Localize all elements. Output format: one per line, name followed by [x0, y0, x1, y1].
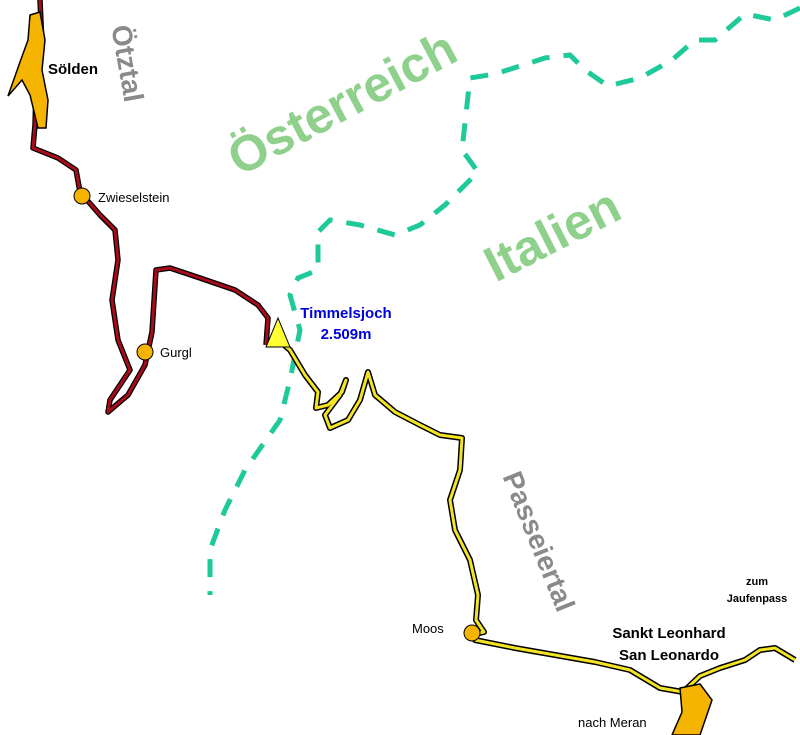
place-label-zwieselstein: Zwieselstein — [98, 190, 170, 205]
country-label-austria: Österreich — [218, 20, 465, 187]
place-label-moos: Moos — [412, 621, 444, 636]
direction-meran: nach Meran — [578, 715, 647, 730]
road-austria — [30, 0, 271, 415]
town-area-st-leonhard — [671, 683, 713, 735]
pass-triangle-icon — [265, 316, 291, 348]
town-area-soelden — [7, 11, 49, 129]
place-label-soelden: Sölden — [48, 61, 98, 78]
place-label-gurgl: Gurgl — [160, 345, 192, 360]
valley-label-passeiertal: Passeiertal — [497, 467, 581, 616]
valley-label-oetztal: Ötztal — [105, 22, 149, 104]
state-border-line — [207, 5, 800, 595]
country-label-italy: Italien — [475, 177, 629, 292]
pass-elevation-label: 2.509m — [321, 326, 372, 343]
pass-name-label: Timmelsjoch — [300, 305, 391, 322]
place-label-st-leonhard-de: Sankt Leonhard — [612, 625, 725, 642]
direction-jaufenpass-line2: Jaufenpass — [727, 593, 788, 605]
town-marker-moos — [463, 624, 481, 642]
town-marker-gurgl — [136, 343, 154, 361]
place-label-st-leonhard-it: San Leonardo — [619, 647, 719, 664]
town-marker-zwieselstein — [73, 187, 91, 205]
direction-jaufenpass-line1: zum — [746, 576, 768, 588]
